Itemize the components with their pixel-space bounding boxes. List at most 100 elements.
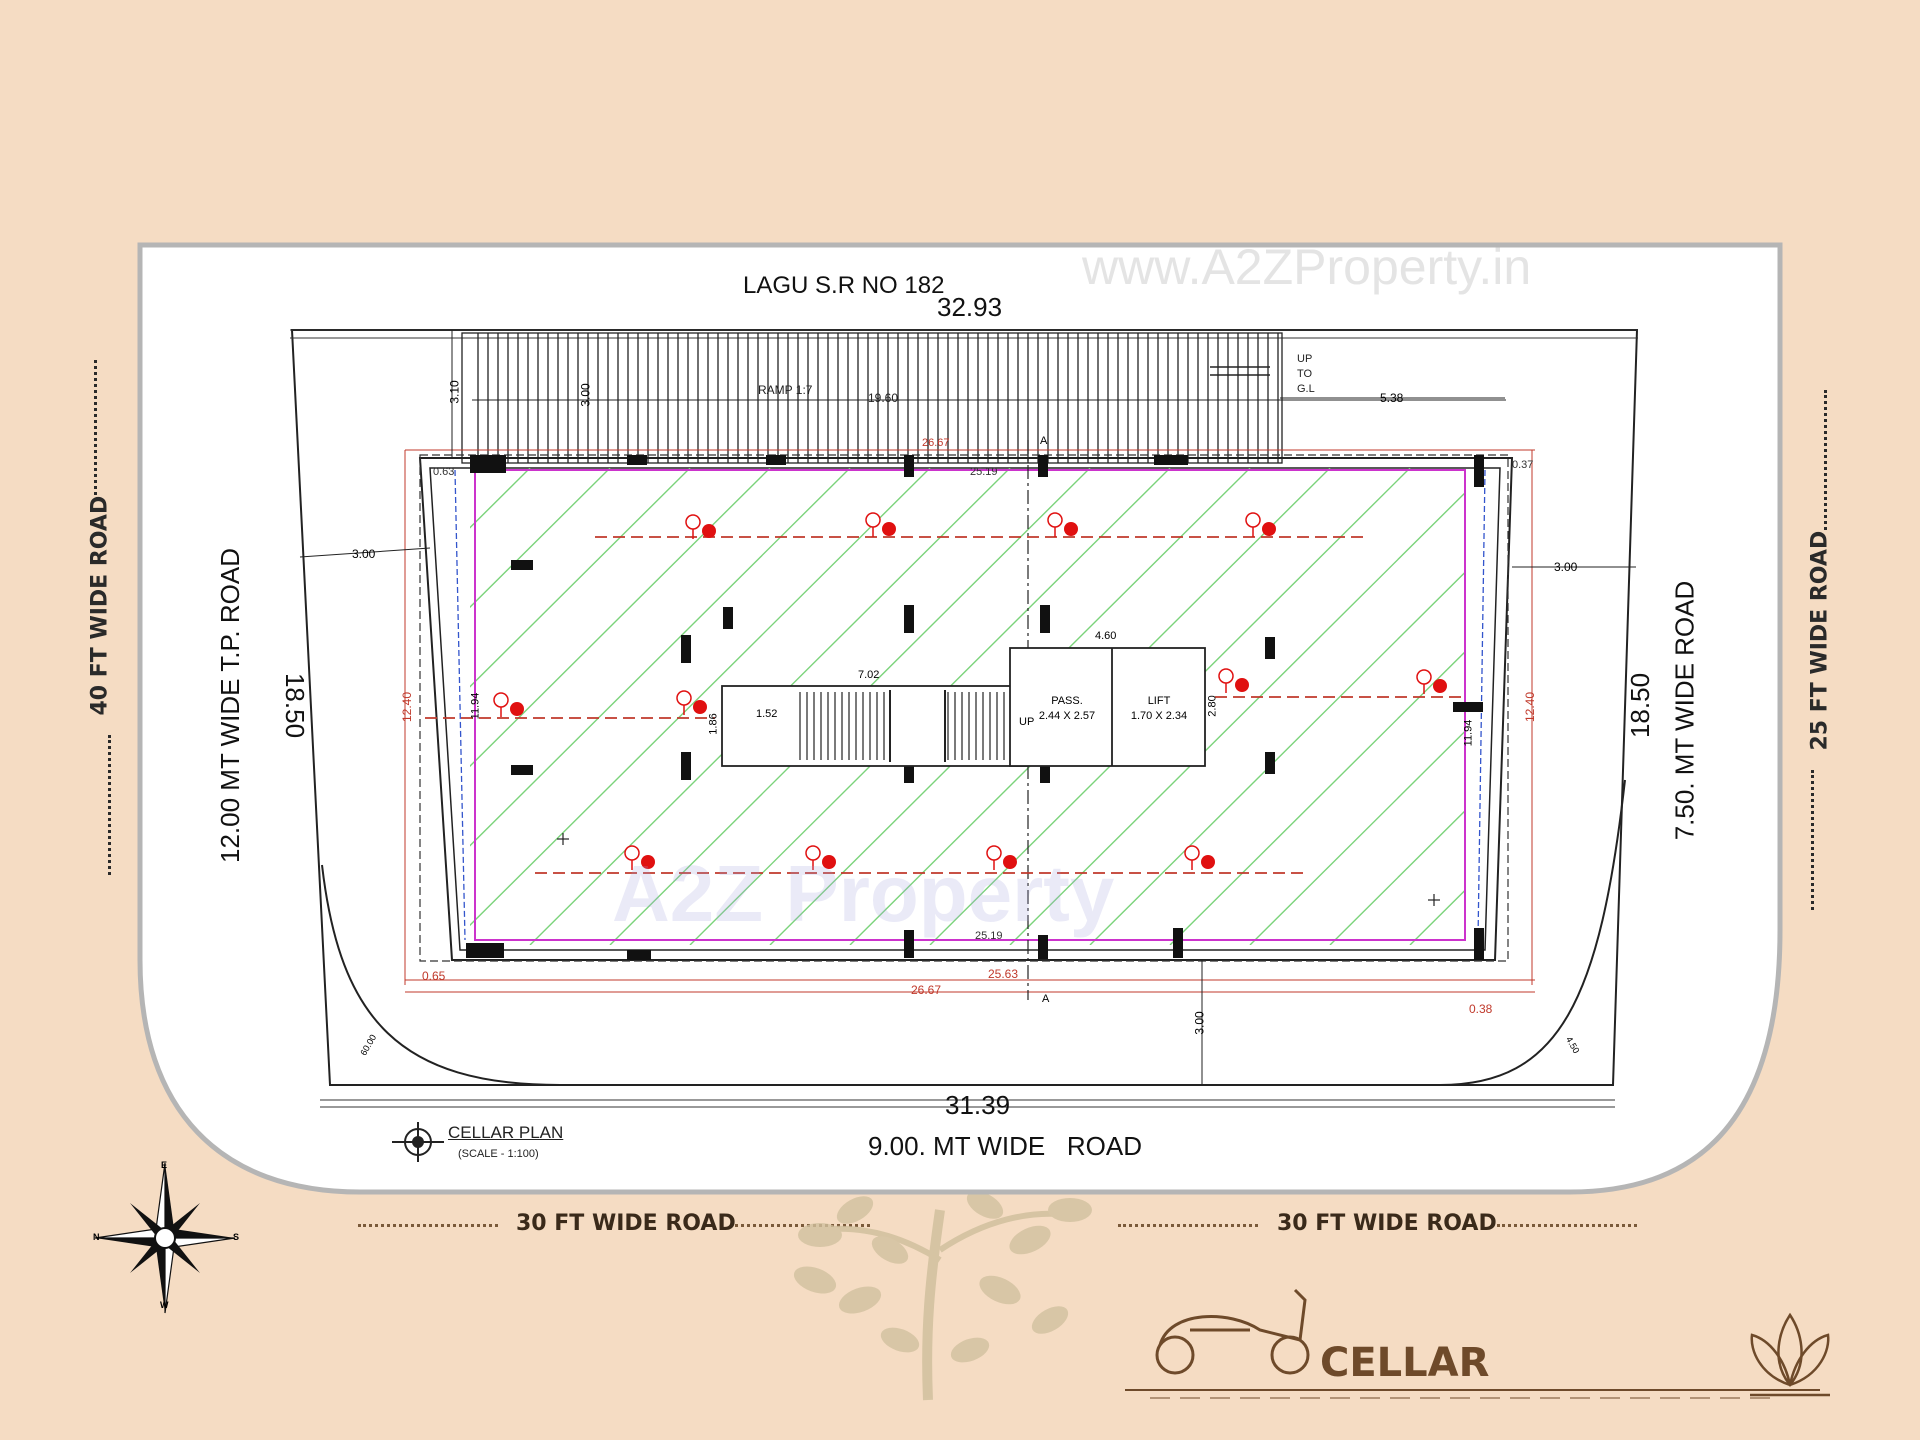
- watermark-url: www.A2ZProperty.in: [1082, 239, 1532, 295]
- column: [1474, 455, 1484, 487]
- parking-marker: [624, 845, 655, 870]
- column: [1040, 755, 1050, 783]
- compass-w: W: [160, 1300, 169, 1310]
- parking-marker: [676, 690, 707, 715]
- parking-marker: [1245, 512, 1276, 537]
- column: [1265, 637, 1275, 659]
- ramp-label: RAMP 1:7: [758, 383, 813, 397]
- parking-hatch: [470, 468, 1465, 945]
- east-road-label: 7.50. MT WIDE ROAD: [1669, 580, 1700, 841]
- left-road-dash-top: [94, 360, 97, 495]
- dim-3-00-left: 3.00: [352, 547, 376, 561]
- lotus-icon: [1750, 1312, 1830, 1397]
- dim-11-94-right: 11.94: [1462, 719, 1475, 747]
- column: [627, 950, 651, 960]
- parking-marker: [1184, 845, 1215, 870]
- dim-12-40-right: 12.40: [1523, 691, 1538, 723]
- dim-3-00-bottom: 3.00: [1192, 1011, 1207, 1035]
- watermark-logo: A2Z Property: [612, 849, 1115, 938]
- column: [904, 930, 914, 958]
- compass-rose: [94, 1162, 236, 1314]
- parking-marker: [1047, 512, 1078, 537]
- parking-markers: [493, 512, 1447, 870]
- tree-decoration: [793, 1191, 1092, 1401]
- west-dimension: 18.50: [280, 672, 311, 739]
- dim-2-80: 2.80: [1206, 695, 1219, 717]
- column: [1474, 928, 1484, 960]
- dim-5-38: 5.38: [1380, 391, 1404, 405]
- plan-scale: (SCALE - 1:100): [458, 1148, 539, 1160]
- parking-marker: [1218, 668, 1249, 693]
- dim-26-67-bottom: 26.67: [911, 983, 942, 997]
- west-road-label: 12.00 MT WIDE T.P. ROAD: [215, 548, 245, 863]
- south-dimension: 31.39: [945, 1090, 1011, 1120]
- column: [766, 455, 786, 465]
- dim-11-94-left: 11.94: [469, 692, 482, 720]
- column: [627, 455, 647, 465]
- parking-marker: [1416, 669, 1447, 694]
- dim-1-86: 1.86: [707, 713, 720, 735]
- column: [1173, 928, 1183, 958]
- compass-e: E: [161, 1160, 168, 1170]
- dim-3-00-right: 3.00: [1554, 560, 1578, 574]
- parking-marker: [805, 845, 836, 870]
- south-road-label: 9.00. MT WIDE ROAD: [868, 1131, 1143, 1161]
- right-road-dash-bottom: [1811, 770, 1814, 910]
- dim-25-19-top: 25.19: [970, 466, 998, 478]
- dim-4-60: 4.60: [1095, 630, 1117, 642]
- ramp-length: 19.60: [868, 391, 899, 405]
- corner-curve-right: [1439, 779, 1626, 1086]
- right-road-dash-top: [1824, 390, 1827, 530]
- column: [1040, 605, 1050, 633]
- column: [904, 455, 914, 477]
- bottom-road-dash-1: [358, 1224, 498, 1227]
- bottom-right-road-label: 30 FT WIDE ROAD: [1277, 1211, 1497, 1236]
- corner-curve-left: [321, 864, 561, 1086]
- column: [466, 943, 504, 958]
- dim-3-00-top: 3.00: [578, 383, 593, 407]
- left-road-dash-bottom: [108, 735, 111, 875]
- dim-7-02: 7.02: [858, 669, 880, 681]
- building-outline: [418, 457, 1514, 961]
- dim-25-19-bottom: 25.19: [975, 930, 1003, 942]
- column: [904, 755, 914, 783]
- bottom-road-dash-3: [1118, 1224, 1258, 1227]
- dim-0-63: 0.63: [433, 466, 455, 478]
- dim-0-37: 0.37: [1512, 459, 1534, 471]
- north-boundary-label: LAGU S.R NO 182: [743, 272, 945, 299]
- dim-3-10: 3.10: [447, 380, 462, 404]
- parking-marker: [865, 512, 896, 537]
- column: [511, 765, 533, 775]
- section-marker-top: A: [1040, 435, 1048, 447]
- east-dimension: 18.50: [1625, 672, 1656, 739]
- plan-title: CELLAR PLAN: [448, 1123, 564, 1142]
- section-marker-bottom: A: [1042, 993, 1050, 1005]
- column: [470, 455, 506, 473]
- dim-0-38: 0.38: [1469, 1002, 1493, 1016]
- parking-marker: [685, 514, 716, 539]
- dim-0-65: 0.65: [422, 969, 446, 983]
- passage-label: PASS.2.44 X 2.57: [1038, 695, 1096, 722]
- parking-marker: [493, 692, 524, 717]
- bottom-left-road-label: 30 FT WIDE ROAD: [516, 1211, 736, 1236]
- stair-up-label: UP: [1019, 716, 1035, 728]
- column: [1265, 752, 1275, 774]
- compass-n: N: [93, 1232, 100, 1242]
- bottom-road-dash-4: [1497, 1224, 1637, 1227]
- dim-25-63: 25.63: [988, 967, 1019, 981]
- dim-26-67-top: 26.67: [922, 437, 950, 449]
- dim-12-40-left: 12.40: [400, 691, 415, 723]
- footer-title: CELLAR: [1320, 1340, 1490, 1386]
- column: [723, 607, 733, 629]
- column: [681, 635, 691, 663]
- compass-s: S: [233, 1232, 240, 1242]
- plan-north-symbol: [392, 1122, 444, 1162]
- column: [1154, 455, 1188, 465]
- bottom-road-dash-2: [735, 1224, 870, 1227]
- column: [1038, 455, 1048, 477]
- column: [511, 560, 533, 570]
- column: [1038, 935, 1048, 959]
